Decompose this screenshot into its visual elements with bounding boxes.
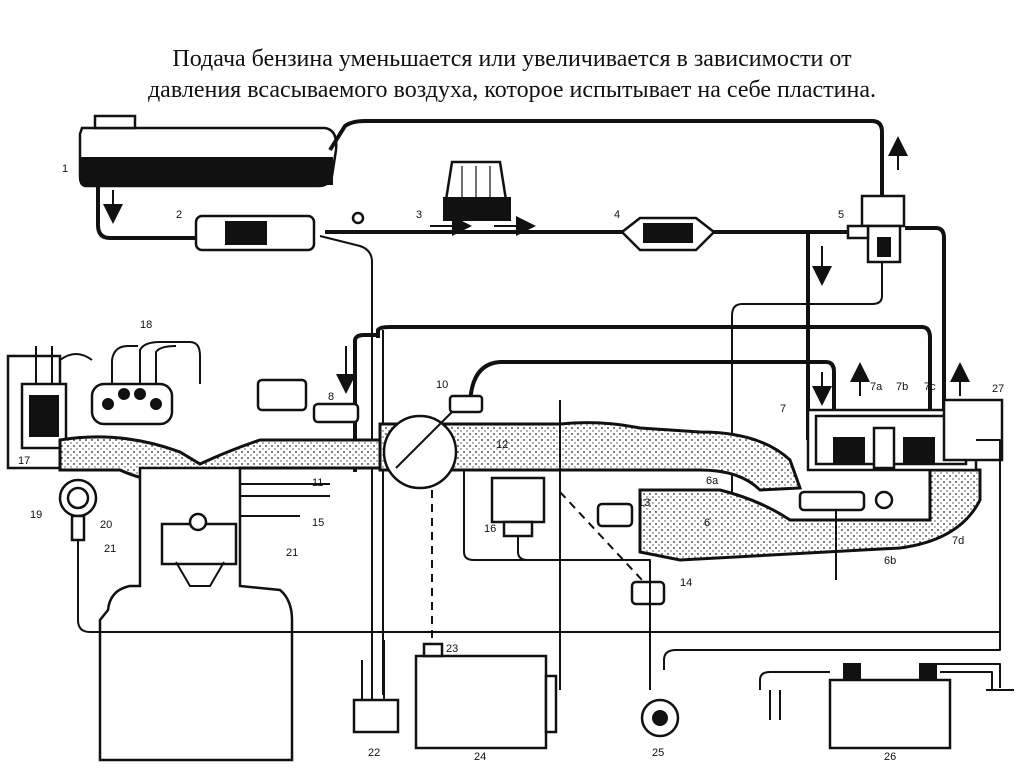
distributor: [59, 341, 201, 426]
flow-arrows: [103, 136, 970, 406]
title-line-1: Подача бензина уменьшается или увеличива…: [172, 46, 852, 72]
label-11: 11: [312, 477, 323, 489]
control-unit: [414, 642, 558, 750]
label-5: 5: [838, 209, 844, 221]
label-21-left: 21: [104, 543, 116, 555]
label-27: 27: [992, 383, 1004, 395]
battery: [828, 663, 1014, 750]
label-21-right: 21: [286, 547, 298, 559]
label-16: 16: [484, 523, 496, 535]
fuel-tank: [78, 114, 338, 188]
label-20: 20: [100, 519, 112, 531]
engine-block: [98, 466, 330, 762]
fuel-distributor: [806, 398, 1004, 640]
aux-air-valve: [559, 491, 666, 606]
label-2: 2: [176, 209, 182, 221]
label-7a: 7a: [870, 381, 883, 393]
label-22: 22: [368, 747, 380, 759]
label-19: 19: [30, 509, 42, 521]
label-13: 13: [638, 497, 650, 509]
label-15: 15: [312, 517, 324, 529]
label-10: 10: [436, 379, 448, 391]
air-filter: [443, 160, 511, 221]
label-3: 3: [416, 209, 422, 221]
part-labels: 1 2 3 4 5 6 6a 6b 7 7a 7b 7c 7d 8 10 11 …: [18, 163, 1004, 763]
thermo-time-switch: [58, 478, 1000, 633]
label-7b: 7b: [896, 381, 908, 393]
sensor-plate: [798, 490, 894, 580]
label-1: 1: [62, 163, 68, 175]
label-6b: 6b: [884, 555, 896, 567]
label-17: 17: [18, 455, 30, 467]
title-line-2: давления всасываемого воздуха, которое и…: [147, 77, 877, 103]
fuel-filter: [620, 216, 716, 252]
relay: [352, 698, 400, 734]
air-flow-meter: [382, 394, 484, 490]
pressure-regulator: [846, 194, 906, 264]
label-8: 8: [328, 391, 334, 403]
cold-start-valve: [256, 378, 360, 424]
label-12: 12: [496, 439, 508, 451]
label-6a: 6a: [706, 475, 719, 487]
wiring-harness: [361, 400, 1001, 720]
label-7c: 7c: [924, 381, 936, 393]
label-25: 25: [652, 747, 664, 759]
label-6: 6: [704, 517, 710, 529]
label-4: 4: [614, 209, 620, 221]
label-18: 18: [140, 319, 152, 331]
ignition-coil: [6, 346, 68, 470]
label-26: 26: [884, 751, 896, 763]
fuel-lines: [96, 119, 946, 695]
label-14: 14: [680, 577, 692, 589]
label-23: 23: [446, 643, 458, 655]
label-7: 7: [780, 403, 786, 415]
label-24: 24: [474, 751, 486, 763]
speed-sensor: [640, 698, 680, 738]
label-7d: 7d: [952, 535, 964, 547]
fuel-pump: [194, 211, 365, 252]
slide-title: Подача бензина уменьшается или увеличива…: [0, 44, 1024, 106]
throttle-switch: [490, 476, 560, 561]
